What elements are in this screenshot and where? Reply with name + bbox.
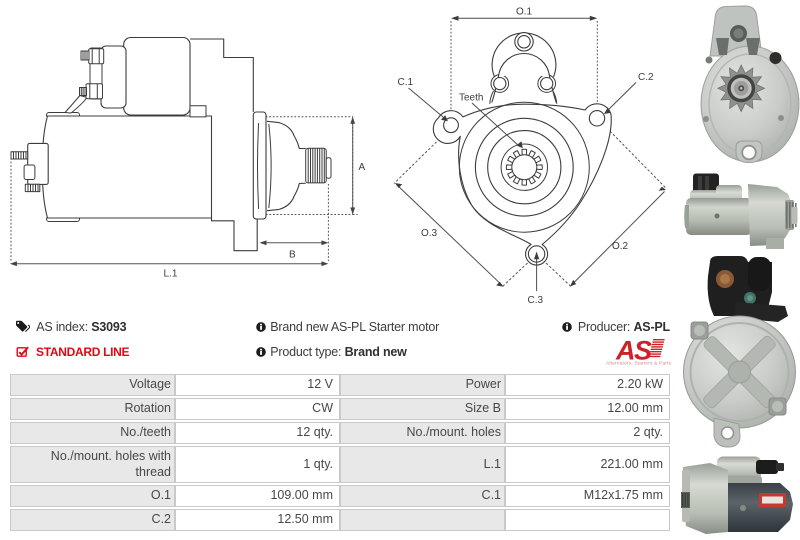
svg-text:O.1: O.1 xyxy=(516,7,533,18)
svg-text:L.1: L.1 xyxy=(164,269,178,280)
svg-text:C.3: C.3 xyxy=(528,295,544,306)
svg-text:A: A xyxy=(359,162,366,173)
svg-text:O.2: O.2 xyxy=(612,241,629,252)
svg-text:C.2: C.2 xyxy=(638,72,654,83)
svg-text:B: B xyxy=(289,250,296,261)
svg-text:AS: AS xyxy=(615,336,652,366)
svg-text:Teeth: Teeth xyxy=(459,93,483,104)
svg-text:C.1: C.1 xyxy=(398,77,414,88)
svg-text:O.3: O.3 xyxy=(421,228,438,239)
svg-text:Alternators, Starters & Parts: Alternators, Starters & Parts xyxy=(606,361,671,366)
